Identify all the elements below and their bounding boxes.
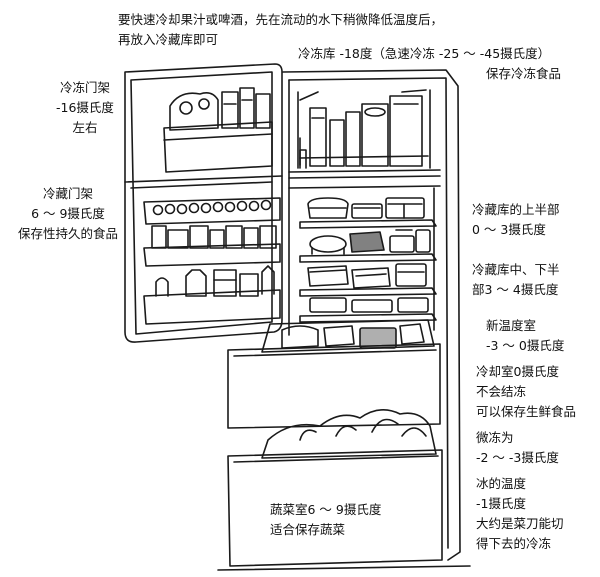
- top-note: 要快速冷却果汁或啤酒，先在流动的水下稍微降低温度后， 再放入冷藏库即可: [118, 12, 444, 47]
- bottle-door-rack: [143, 265, 281, 325]
- fridge-upper-label: 冷藏库的上半部 0 ～ 3摄氏度: [472, 202, 560, 237]
- egg-rack: [143, 197, 281, 225]
- left-door: [124, 63, 283, 343]
- freezer-compartment: [297, 89, 431, 169]
- fridge-lower-label: 冷藏库中、下半 部3 ～ 4摄氏度: [472, 262, 560, 297]
- vegetable-drawer: [227, 409, 443, 567]
- chill-room-label: 冷却室0摄氏度 不会结冻 可以保存生鲜食品: [476, 364, 577, 419]
- fridge-cabinet: [282, 69, 461, 561]
- middle-door-rack: [143, 225, 281, 267]
- upper-drawer: [227, 319, 441, 429]
- vegetable-room-label: 蔬菜室6 ～ 9摄氏度 适合保存蔬菜: [270, 502, 382, 537]
- freezer-label: 冷冻库 -18度（急速冷冻 -25 ～ -45摄氏度） 保存冷冻食品: [298, 46, 562, 81]
- new-temp-room-label: 新温度室 -3 ～ 0摄氏度: [486, 318, 565, 353]
- slight-freeze-label: 微冻为 -2 ～ -3摄氏度: [476, 430, 559, 465]
- floor-line: [217, 565, 471, 571]
- ice-temp-label: 冰的温度 -1摄氏度 大约是菜刀能切 得下去的冷冻: [476, 476, 564, 551]
- fridge-door-label: 冷藏门架 6 ～ 9摄氏度 保存性持久的食品: [18, 186, 119, 241]
- fridge-interior: [299, 187, 437, 331]
- freezer-door-label: 冷冻门架 -16摄氏度 左右: [56, 80, 114, 135]
- freezer-door-rack: [163, 87, 273, 173]
